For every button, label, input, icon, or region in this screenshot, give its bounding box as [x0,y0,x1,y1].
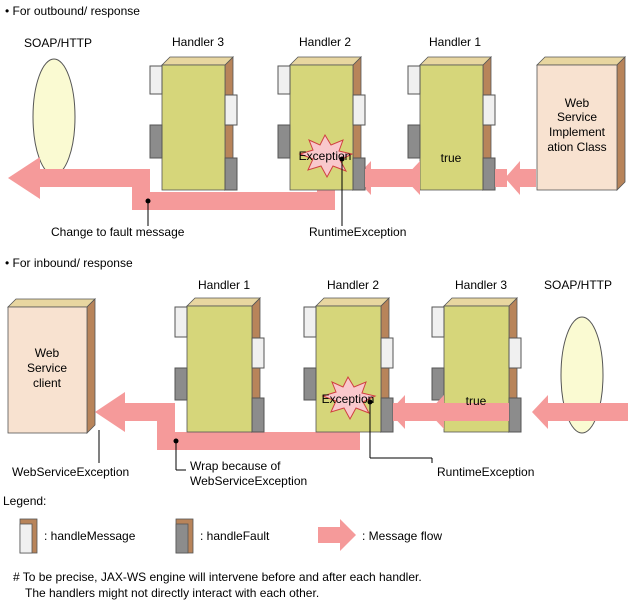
handle-fault-box [224,157,238,191]
outbound-handler-2 [277,56,366,191]
handle-message-box [224,94,238,126]
handle-fault-box [251,397,265,433]
inbound-flow-overlay-soap [548,403,628,421]
handle-message-box [407,65,421,95]
inbound-soap-label: SOAP/HTTP [544,278,612,292]
client-line-3: client [33,376,62,390]
handle-message-box [482,94,496,126]
legend-flow-label: : Message flow [362,529,442,543]
footnote-line-1: # To be precise, JAX-WS engine will inte… [13,570,422,584]
outbound-handler-1-label: Handler 1 [429,35,481,49]
inbound-wrap-line-2: WebServiceException [190,474,307,488]
handle-fault-box [508,397,522,433]
inbound-runtime-label: RuntimeException [437,465,534,479]
outbound-exception-burst: Exception [298,133,354,179]
client-line-2: Service [27,361,67,375]
handle-message-box [431,306,445,338]
outbound-runtime-label: RuntimeException [309,225,406,239]
handle-message-box [149,65,163,95]
outbound-handler-3 [149,56,238,191]
outbound-runtime-callout [339,156,345,226]
handle-message-box [380,337,394,369]
outbound-flow-overlay [365,161,507,195]
outbound-handler-3-label: Handler 3 [172,35,224,49]
handle-fault-box [174,367,188,401]
legend-handle-message-icon [19,518,38,554]
inbound-handler-1 [174,297,265,433]
handle-fault-box [352,157,366,191]
handle-fault-box [407,124,421,159]
inbound-exception-label: Exception [322,392,375,406]
outbound-title: • For outbound/ response [5,4,140,18]
handle-message-box [508,337,522,369]
inbound-handler-1-label: Handler 1 [198,278,250,292]
handle-fault-box [482,157,496,191]
inbound-exception-burst: Exception [321,375,377,421]
handle-message-box [303,306,317,338]
outbound-exception-label: Exception [299,149,352,163]
inbound-title: • For inbound/ response [5,256,133,270]
inbound-handler-2-label: Handler 2 [327,278,379,292]
outbound-soap-label: SOAP/HTTP [24,36,92,50]
service-client-box: Web Service client [7,298,96,434]
legend-title: Legend: [3,494,46,508]
inbound-true-label: true [466,394,487,408]
handle-message-box [251,337,265,369]
handle-message-box [174,306,188,338]
footnote-line-2: The handlers might not directly interact… [25,586,319,600]
legend-handle-fault-label: : handleFault [200,529,270,543]
handle-fault-box [431,367,445,401]
handle-message-box [352,94,366,126]
legend-handle-fault-icon [175,518,194,554]
client-line-1: Web [35,346,60,360]
outbound-handler-2-label: Handler 2 [299,35,351,49]
handle-fault-box [303,367,317,401]
inbound-runtime-callout [367,399,433,463]
handle-fault-box [380,397,394,433]
service-line-3: Implement [549,125,606,139]
inbound-wsexception-label: WebServiceException [12,465,129,479]
service-line-4: ation Class [547,140,606,154]
inbound-handler-3-label: Handler 3 [455,278,507,292]
legend-flow-arrow-icon [318,519,356,551]
inbound-flow-overlay [393,395,509,429]
handle-fault-box [149,124,163,159]
handle-message-box [277,65,291,95]
legend-handle-message-label: : handleMessage [44,529,136,543]
outbound-fault-label: Change to fault message [51,225,185,239]
handle-fault-box [277,124,291,159]
outbound-true-label: true [441,151,462,165]
inbound-wrap-callout [173,438,186,471]
outbound-fault-callout [145,198,151,226]
service-implementation-box: Web Service Implement ation Class [536,56,626,191]
inbound-wrap-line-1: Wrap because of [190,459,281,473]
outbound-handler-1 [407,56,496,191]
service-line-1: Web [565,96,590,110]
service-line-2: Service [557,110,597,124]
